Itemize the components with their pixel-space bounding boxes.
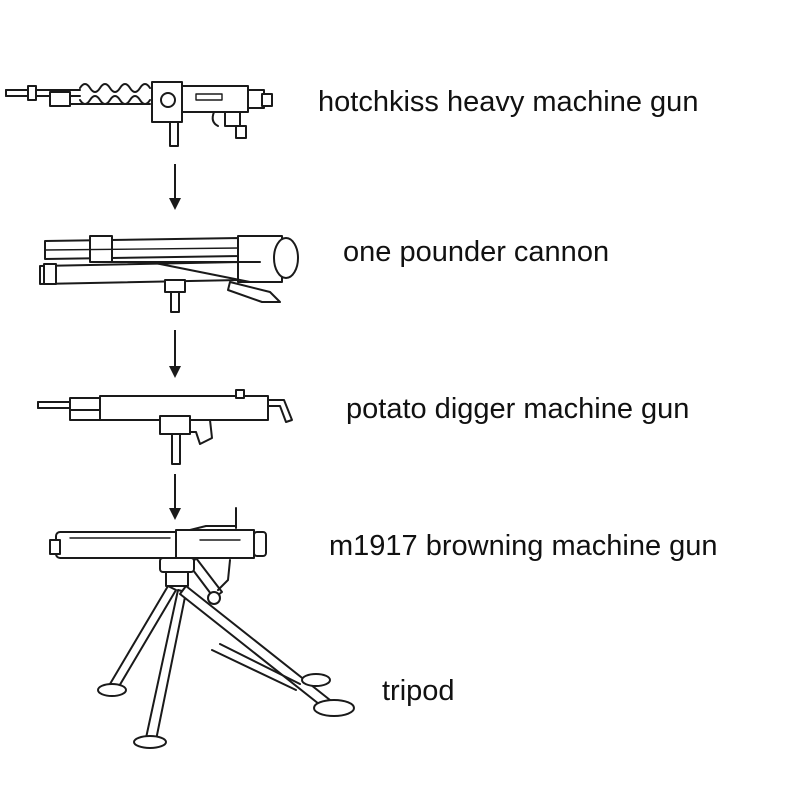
label-potato-digger-machine-gun: potato digger machine gun (346, 393, 690, 425)
hotchkiss-gun-drawing (5, 81, 273, 147)
arrow-down-1 (169, 164, 181, 210)
label-tripod: tripod (382, 675, 455, 707)
potato-digger-drawing (37, 389, 293, 465)
label-m1917-browning-machine-gun: m1917 browning machine gun (329, 530, 718, 562)
arrow-down-3 (169, 474, 181, 520)
tripod-drawing (97, 585, 355, 749)
label-one-pounder-cannon: one pounder cannon (343, 236, 610, 268)
label-hotchkiss-heavy-machine-gun: hotchkiss heavy machine gun (318, 86, 699, 118)
cannon-drawing (39, 235, 299, 313)
arrow-down-2 (169, 330, 181, 378)
m1917-drawing (49, 507, 267, 605)
